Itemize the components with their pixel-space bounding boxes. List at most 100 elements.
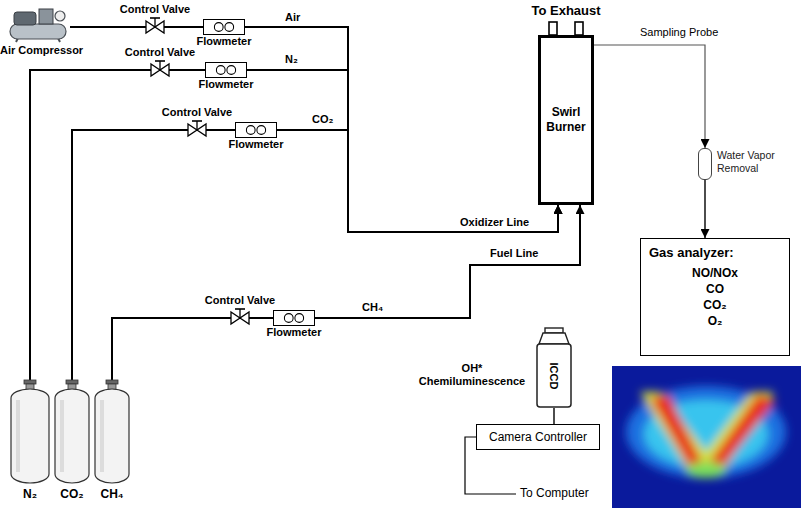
pressure-gauge: [55, 11, 65, 21]
gas-cylinder: CO₂: [54, 380, 90, 484]
valve-handle: [235, 308, 245, 310]
label-holder: N₂: [23, 487, 37, 501]
image-ground: [612, 366, 801, 508]
shape-outline: [94, 380, 130, 484]
diagram-label: Control Valve: [125, 46, 195, 59]
meter-rotor: [257, 126, 266, 135]
node-text: O₂: [708, 313, 723, 329]
flame-root: [686, 462, 726, 478]
node-text: Water Vapor Removal: [717, 149, 791, 175]
controller-box: Camera Controller: [476, 424, 600, 450]
valve-stem: [154, 18, 155, 27]
node-text: Flowmeter: [198, 78, 253, 91]
cylinder-body: [95, 389, 129, 483]
valve-stem: [239, 309, 240, 318]
node-text: Air Compressor: [0, 44, 83, 57]
dryer-box: Water Vapor Removal: [698, 148, 712, 180]
diagram-label: Control Valve: [162, 106, 232, 119]
glow-outer: [626, 386, 786, 478]
node-text: Flowmeter: [196, 35, 251, 48]
node-text: Gas analyzer:: [649, 245, 734, 261]
node-text: ICCD: [548, 363, 560, 390]
meter-box: Flowmeter: [273, 310, 315, 326]
cylinder-body: [55, 389, 89, 483]
valve-handle: [150, 17, 160, 19]
exhaust-pipe: [549, 22, 557, 35]
lens-cone: [539, 333, 569, 344]
flame-arm-left: [650, 394, 702, 468]
diagram-label: Sampling Probe: [640, 26, 718, 39]
pipe-line: [112, 318, 273, 380]
air-tank: [10, 24, 66, 39]
control-valve: [231, 309, 249, 324]
valve-stem: [159, 61, 160, 70]
control-valve: [188, 121, 206, 136]
cylinder-shade: [100, 400, 104, 472]
valve-handle: [192, 120, 202, 122]
label-holder: Flowmeter: [198, 78, 253, 91]
label-holder: Flowmeter: [228, 138, 283, 151]
cylinder-cap: [66, 380, 78, 384]
pump-head: [39, 9, 53, 24]
shape-outline: [236, 123, 276, 137]
pipe-line: [594, 45, 705, 148]
pipe-line: [277, 130, 558, 232]
meter-rotor: [225, 23, 234, 32]
control-valve: [151, 61, 169, 76]
meter-rotor: [246, 126, 255, 135]
meter-rotor: [216, 66, 225, 75]
diagram-label: CH₄: [362, 301, 383, 314]
meter-box: Flowmeter: [235, 122, 277, 138]
diagram-label: OH* Chemiluminescence: [413, 362, 531, 388]
flame-arm-right: [710, 394, 776, 468]
diagram-label: CO₂: [312, 113, 333, 126]
diagram-label: Control Valve: [120, 3, 190, 16]
diagram-label: To Exhaust: [531, 4, 600, 17]
node-text: Swirl Burner: [544, 105, 588, 135]
pipe-line: [70, 26, 203, 28]
label-holder: CH₄: [100, 487, 123, 501]
label-holder: Flowmeter: [266, 326, 321, 339]
diagram-label: N₂: [285, 53, 298, 66]
cylinder-body: [11, 389, 49, 483]
cylinder-cap: [24, 380, 36, 384]
lens-ring: [545, 328, 563, 333]
pipe-line: [315, 205, 580, 318]
label-holder: Flowmeter: [196, 35, 251, 48]
node-text: N₂: [23, 487, 37, 501]
flame-image: [612, 366, 801, 508]
gas-cylinder: N₂: [10, 380, 50, 484]
valve-stem: [196, 121, 197, 130]
line-label: Fuel Line: [490, 247, 538, 260]
meter-rotor: [295, 314, 304, 323]
burner-box: Swirl Burner: [538, 35, 594, 205]
meter-box: Flowmeter: [205, 62, 247, 78]
label-holder: Water Vapor Removal: [717, 149, 791, 175]
node-text: Flowmeter: [228, 138, 283, 151]
pipe-line: [72, 130, 235, 380]
shape-outline: [204, 20, 244, 34]
node-text: CO₂: [703, 297, 726, 313]
exhaust-pipe: [575, 22, 583, 35]
shape-outline: [206, 63, 246, 77]
node-text: NO/NOx: [692, 265, 738, 281]
diagram-label: Oxidizer Line: [460, 216, 529, 229]
control-valve: [146, 18, 164, 33]
shape-outline: [54, 380, 90, 484]
meter-rotor: [214, 23, 223, 32]
pipe-line: [704, 180, 705, 238]
label-holder: CO₂: [60, 487, 83, 501]
flame-glow: [626, 386, 786, 478]
node-text: Flowmeter: [266, 326, 321, 339]
camera-body: [537, 344, 571, 407]
meter-rotor: [284, 314, 293, 323]
diagram-label: Control Valve: [205, 294, 275, 307]
motor-block: [14, 12, 36, 25]
valve-handle: [155, 60, 165, 62]
shape-outline: [10, 380, 50, 484]
connector-group: [30, 27, 705, 424]
node-text: CH₄: [100, 487, 123, 501]
pipe-line: [245, 27, 558, 232]
meter-rotor: [227, 66, 236, 75]
